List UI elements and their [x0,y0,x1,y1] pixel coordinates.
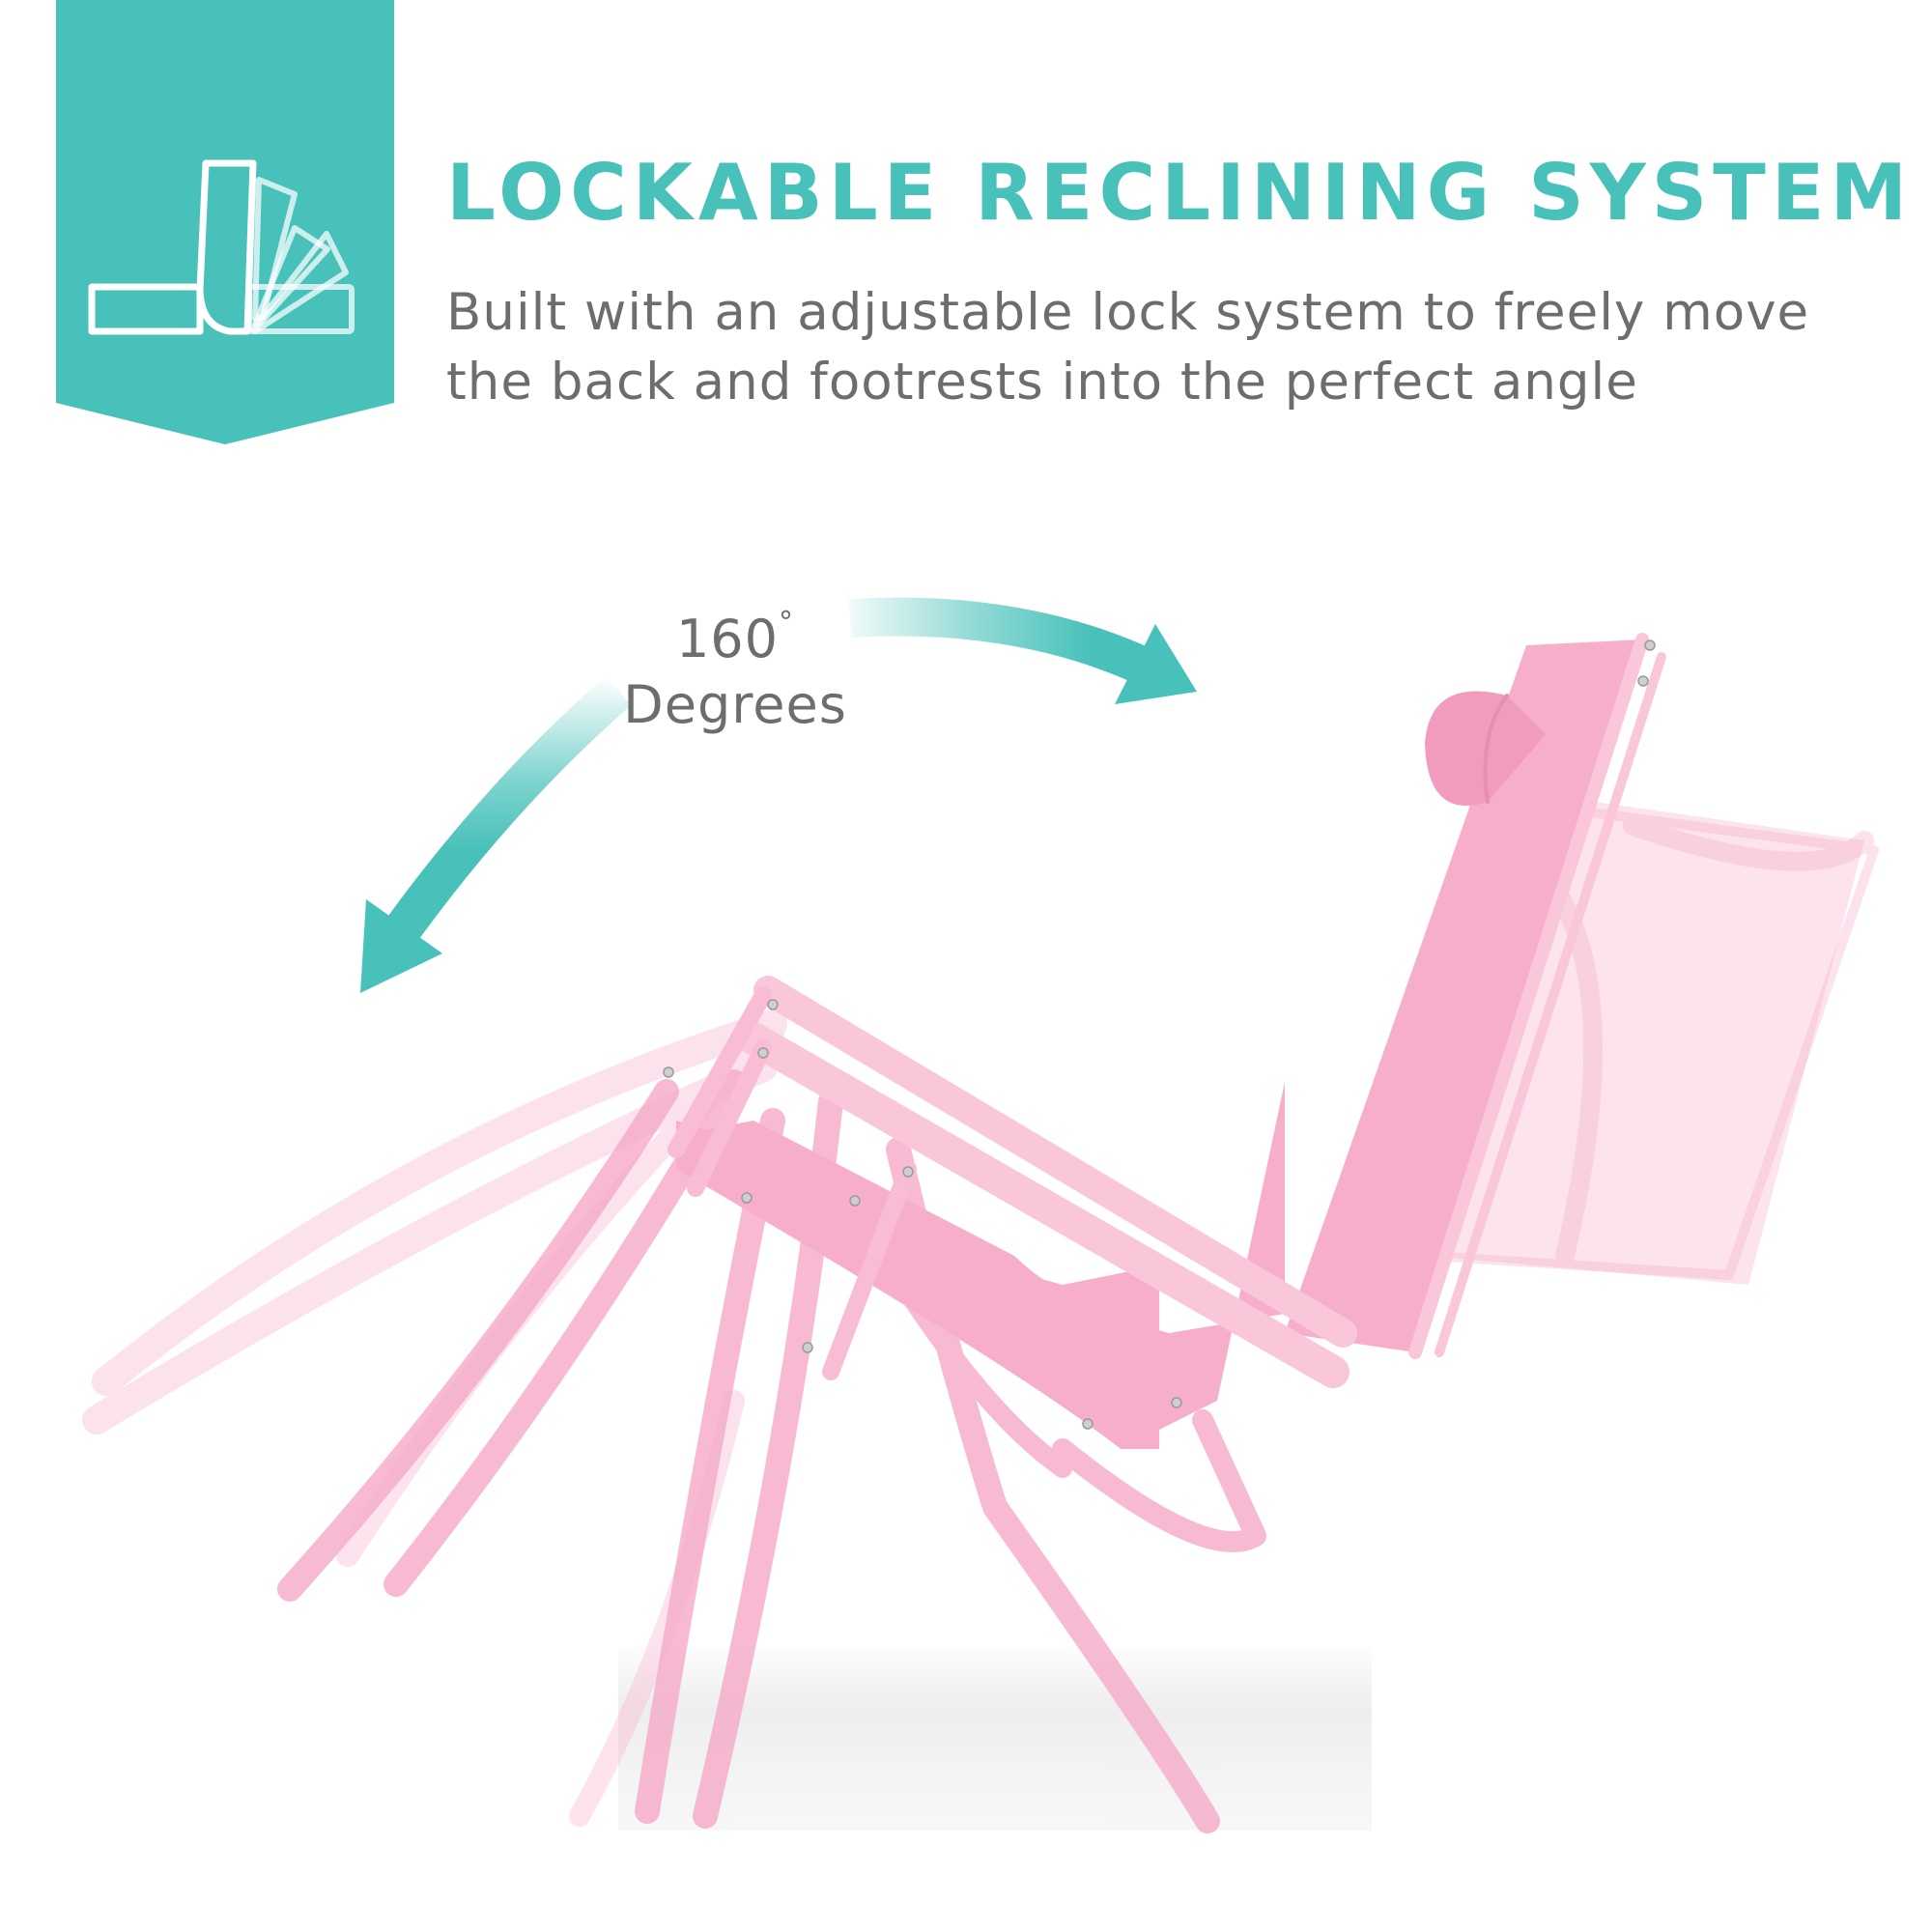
feature-title: LOCKABLE RECLINING SYSTEM [446,148,1914,238]
angle-value: 160° [580,591,891,671]
degree-symbol: ° [779,606,795,639]
back-rest [1285,639,1642,1352]
double-curved-arrow-icon [360,597,1197,993]
angle-unit-label: Degrees [623,674,847,735]
feature-description: Built with an adjustable lock system to … [446,278,1809,417]
angle-number: 160 [675,609,780,669]
feature-description-line-1: Built with an adjustable lock system to … [446,283,1810,342]
angle-callout: 160° Degrees [580,591,891,739]
zero-gravity-lounge-chair [82,633,1879,1833]
feature-description-line-2: the back and footrests into the perfect … [446,353,1638,412]
